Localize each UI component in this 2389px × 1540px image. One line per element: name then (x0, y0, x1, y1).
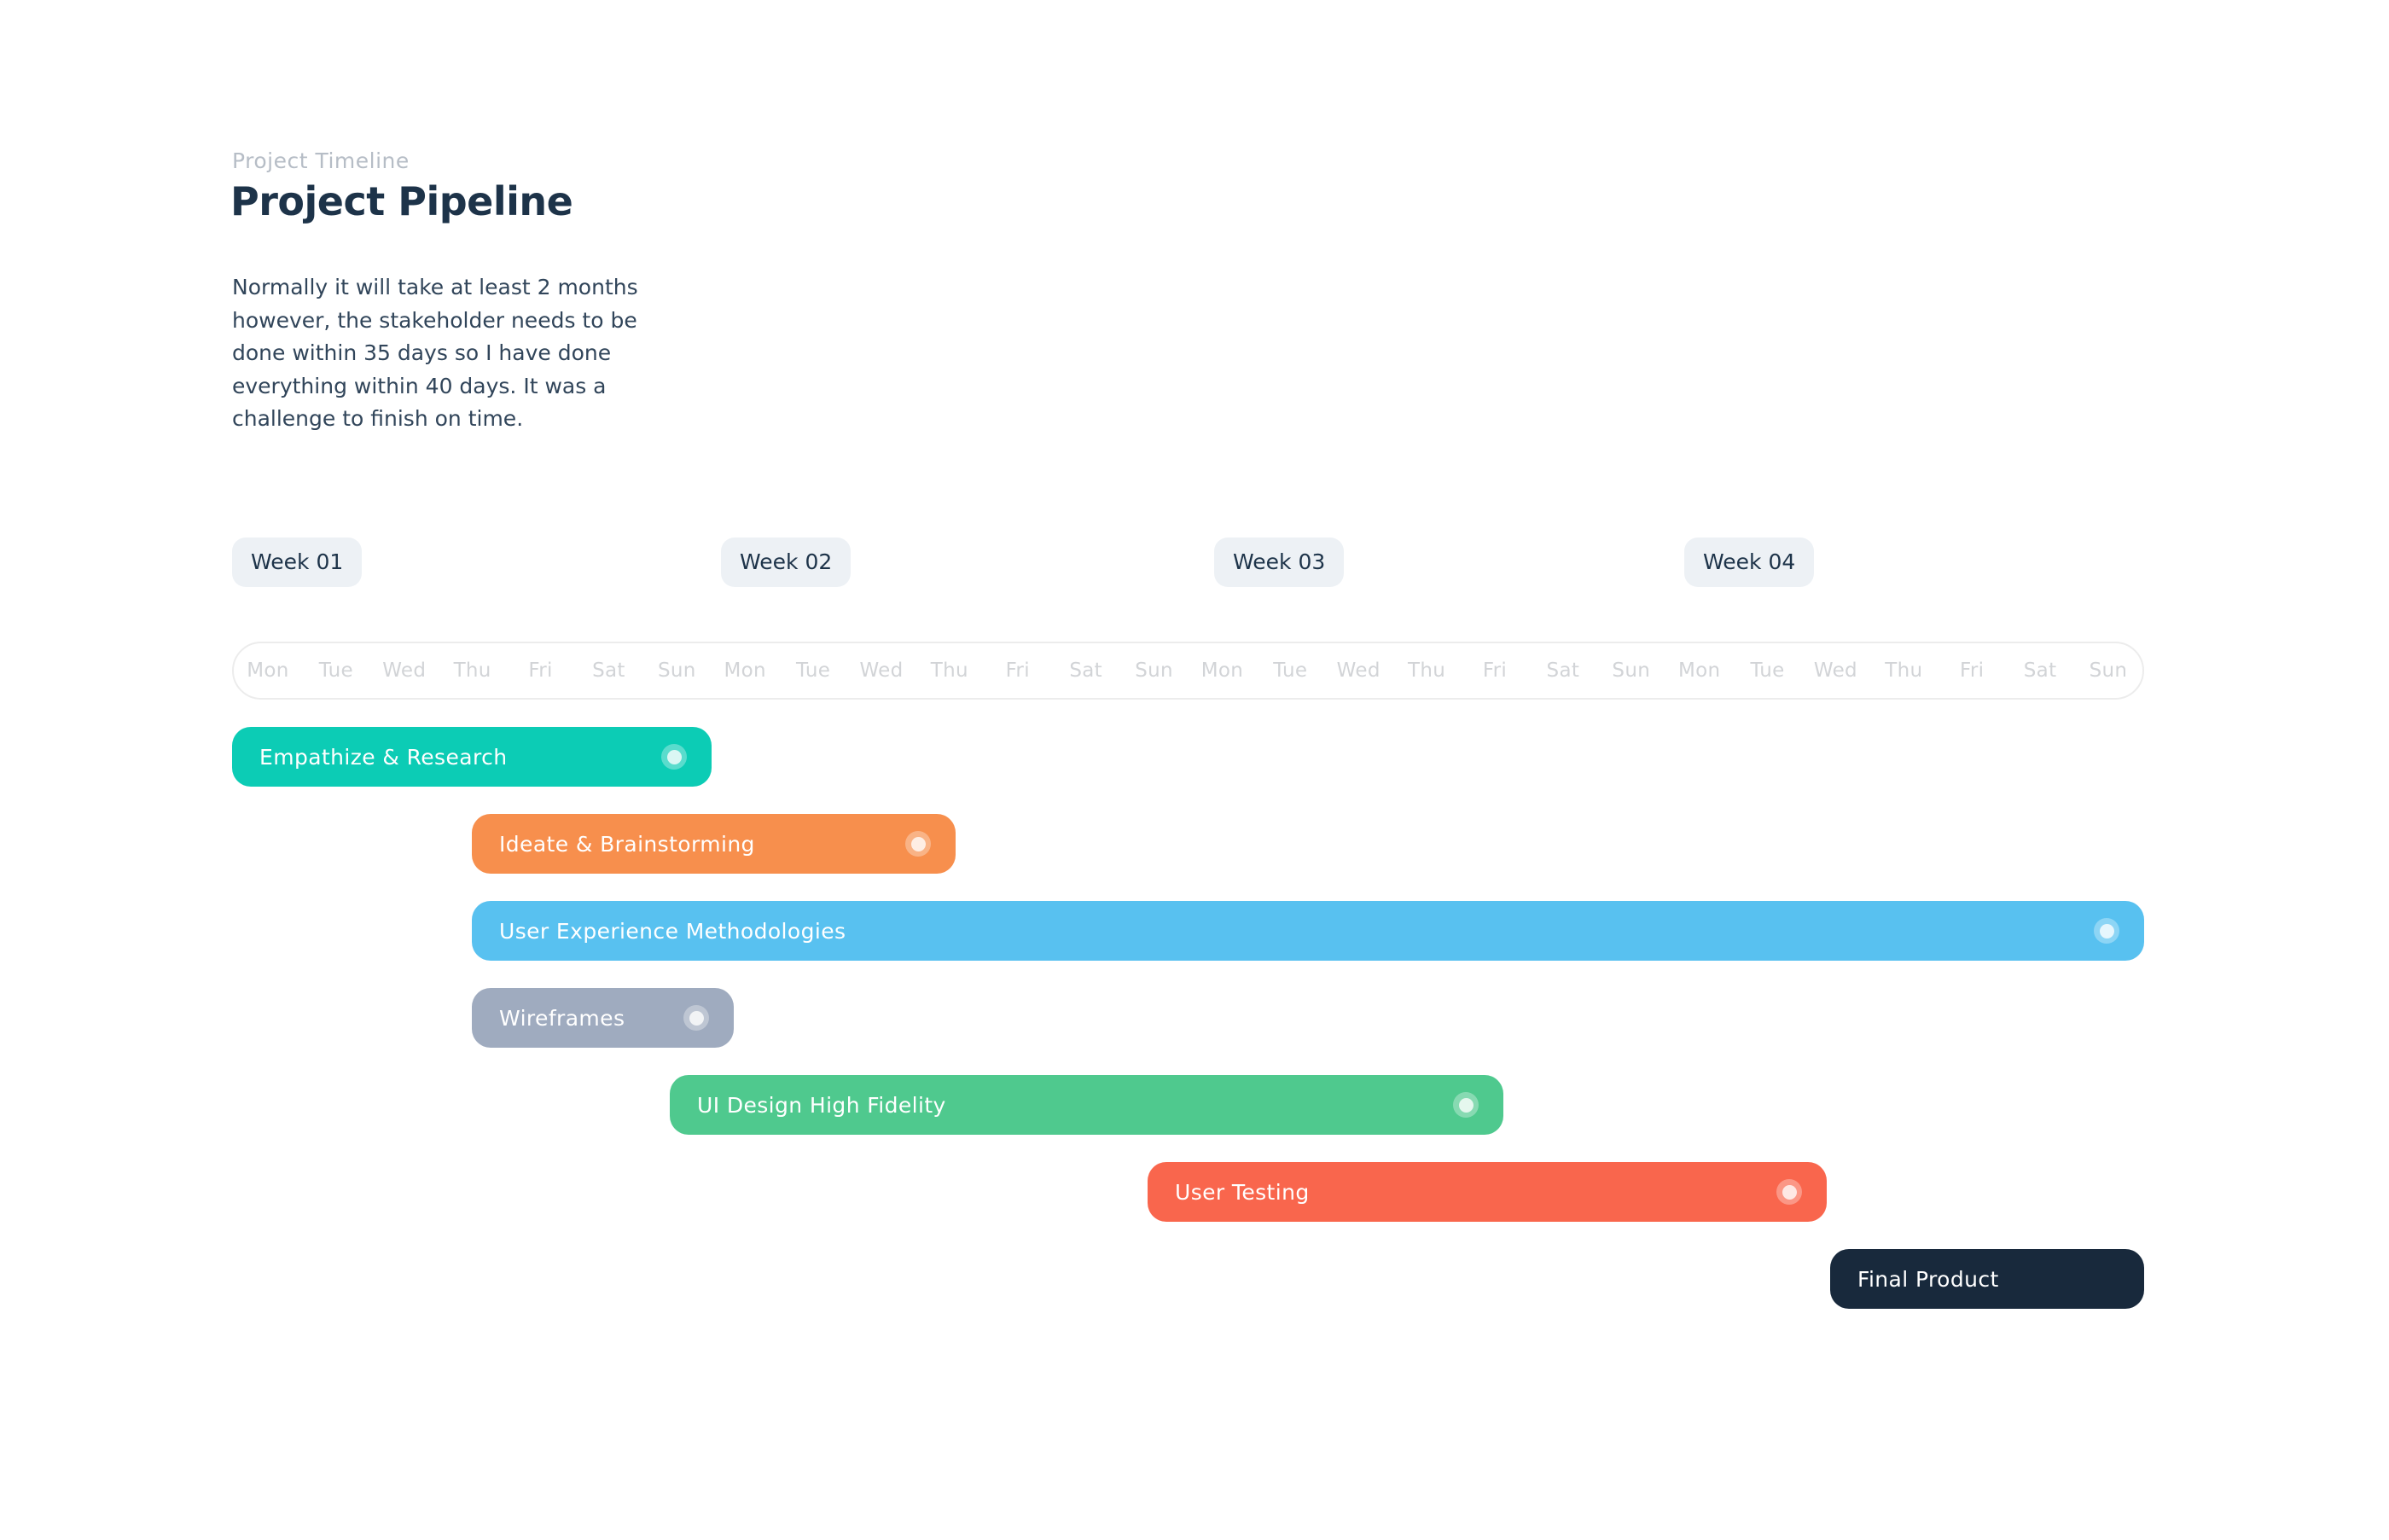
day-label: Fri (528, 660, 553, 682)
task-bar-final-product[interactable]: Final Product (1830, 1249, 2144, 1309)
day-label: Sat (2023, 660, 2057, 682)
progress-indicator-icon (683, 1005, 709, 1031)
progress-indicator-icon (661, 744, 687, 770)
day-label: Wed (1336, 660, 1381, 682)
day-label: Thu (453, 660, 491, 682)
day-label: Sun (2089, 660, 2128, 682)
task-label: Final Product (1857, 1266, 1999, 1292)
day-label: Fri (1005, 660, 1030, 682)
day-label: Thu (1408, 660, 1446, 682)
day-label: Fri (1482, 660, 1508, 682)
day-label: Tue (318, 660, 353, 682)
day-label: Mon (1677, 660, 1721, 682)
eyebrow-label: Project Timeline (232, 148, 410, 173)
day-label: Sun (1612, 660, 1651, 682)
day-label: Mon (724, 660, 766, 682)
day-label: Tue (1750, 660, 1785, 682)
day-header-row: Mon Tue Wed Thu Fri Sat Sun Mon Tue Wed Thu Fri Sat S… (232, 642, 2144, 700)
day-label: Mon (1200, 660, 1244, 682)
day-label: Wed (859, 660, 904, 682)
task-bar-user-testing[interactable]: User Testing (1148, 1162, 1827, 1222)
day-label: Fri (1960, 660, 1985, 682)
week-badge-week-02: Week 02 (721, 538, 852, 587)
description-line: however, the stakeholder needs to be (232, 307, 637, 333)
day-label: Sat (1546, 660, 1580, 682)
task-label: Ideate & Brainstorming (499, 831, 755, 857)
description-line: Normally it will take at least 2 months (232, 275, 638, 299)
week-badge-week-01: Week 01 (232, 538, 363, 587)
task-bar-ideate-brainstorming[interactable]: Ideate & Brainstorming (472, 814, 956, 874)
progress-indicator-icon (1776, 1179, 1802, 1205)
day-label: Wed (382, 660, 427, 682)
progress-indicator-icon (1453, 1092, 1479, 1118)
day-label: Sat (592, 660, 625, 682)
day-label: Mon (247, 660, 289, 682)
day-label: Thu (1885, 660, 1923, 682)
task-bar-empathize-research[interactable]: Empathize & Research (232, 727, 712, 787)
progress-indicator-icon (2094, 918, 2119, 944)
task-bar-wireframes[interactable]: Wireframes (472, 988, 734, 1048)
page-title: Project Pipeline (230, 178, 573, 224)
day-label: Sun (1135, 660, 1173, 682)
day-label: Sat (1069, 660, 1102, 682)
task-label: Wireframes (499, 1005, 625, 1031)
task-label: User Experience Methodologies (499, 918, 846, 944)
progress-indicator-icon (905, 831, 931, 857)
week-badge-week-03: Week 03 (1214, 538, 1345, 587)
task-label: User Testing (1175, 1179, 1310, 1205)
day-label: Tue (795, 660, 831, 682)
week-badge-week-04: Week 04 (1684, 538, 1815, 587)
day-label: Tue (1273, 660, 1308, 682)
day-label: Wed (1813, 660, 1857, 682)
task-label: UI Design High Fidelity (697, 1092, 946, 1118)
task-bar-ui-design-high-fidelity[interactable]: UI Design High Fidelity (670, 1075, 1503, 1135)
day-label: Thu (930, 660, 968, 682)
description-line: done within 35 days so I have done (232, 340, 612, 365)
description: Normally it will take at least 2 months h… (232, 271, 638, 436)
description-line: challenge to finish on time. (232, 406, 524, 431)
day-label: Sun (657, 660, 696, 682)
task-label: Empathize & Research (259, 744, 508, 770)
description-line: everything within 40 days. It was a (232, 373, 607, 398)
task-bar-user-experience-methodologies[interactable]: User Experience Methodologies (472, 901, 2144, 961)
